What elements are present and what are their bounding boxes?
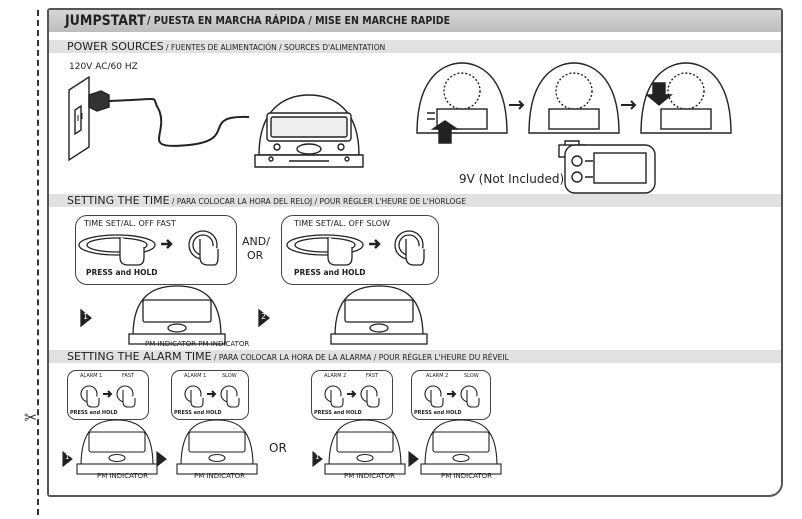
alarm-step-badge-2: 1 (315, 453, 320, 461)
pm-indicator-label-2: PM INDICATOR (194, 472, 246, 480)
time-slow-label: TIME SET/AL. OFF SLOW (294, 219, 390, 228)
press-hold-label: PRESS and HOLD (174, 410, 222, 416)
alarm-btn-b: SLOW (464, 373, 479, 379)
alarm-btn-a: ALARM 1 (80, 373, 103, 379)
title-bar: JUMPSTART / PUESTA EN MARCHA RÁPIDA / MI… (49, 10, 781, 32)
alarm-btn-b: SLOW (222, 373, 237, 379)
battery-note: 9V (Not Included) (459, 172, 565, 186)
step2-badge: 2 (261, 312, 267, 321)
time-fast-label: TIME SET/AL. OFF FAST (84, 219, 176, 228)
time-section-header: SETTING THE TIME / PARA COLOCAR LA HORA … (49, 194, 781, 207)
pm-indicator-label-3: PM INDICATOR (344, 472, 396, 480)
power-heading: POWER SOURCES / FUENTES DE ALIMENTACIÓN … (67, 40, 386, 53)
alarm-btn-b: FAST (122, 373, 135, 379)
time-heading: SETTING THE TIME / PARA COLOCAR LA HORA … (67, 194, 466, 207)
time-slow-graphic (286, 230, 425, 266)
alarm-section-header: SETTING THE ALARM TIME / PARA COLOCAR LA… (49, 350, 781, 363)
press-hold-label: PRESS and HOLD (294, 268, 366, 277)
press-hold-label: PRESS and HOLD (314, 410, 362, 416)
alarm-graphics (62, 385, 502, 475)
alarm-btn-a: ALARM 2 (426, 373, 449, 379)
pm-indicator-label-4: PM INDICATOR (441, 472, 493, 480)
pm-indicator-label-1: PM INDICATOR (97, 472, 149, 480)
alarm-step-badge-1: 1 (65, 453, 70, 461)
voltage-label: 120V AC/60 HZ (69, 62, 138, 72)
alarm-btn-a: ALARM 1 (184, 373, 207, 379)
and-label: AND/ (242, 235, 270, 248)
time-fast-graphic (78, 230, 219, 266)
press-hold-label: PRESS and HOLD (70, 410, 118, 416)
scissors-icon: ✂ (24, 408, 38, 427)
power-section-header: POWER SOURCES / FUENTES DE ALIMENTACIÓN … (49, 40, 781, 53)
or-label: OR (247, 249, 264, 262)
step1-badge: 1 (83, 312, 89, 321)
alarm-btn-a: ALARM 2 (324, 373, 347, 379)
alarm-btn-b: FAST (366, 373, 379, 379)
pm-indicator-label: PM INDICATOR PM INDICATOR (145, 340, 250, 348)
title-rest: / PUESTA EN MARCHA RÁPIDA / MISE EN MARC… (147, 15, 451, 27)
cut-line (37, 10, 39, 515)
alarm-heading: SETTING THE ALARM TIME / PARA COLOCAR LA… (67, 350, 509, 363)
title-main: JUMPSTART (65, 13, 146, 29)
alarm-or-label: OR (269, 441, 287, 455)
jumpstart-card: JUMPSTART / PUESTA EN MARCHA RÁPIDA / MI… (47, 8, 783, 497)
power-illustration (68, 62, 732, 194)
time-clocks-graphic (80, 285, 428, 345)
press-hold-label: PRESS and HOLD (414, 410, 462, 416)
press-hold-label: PRESS and HOLD (86, 268, 158, 277)
